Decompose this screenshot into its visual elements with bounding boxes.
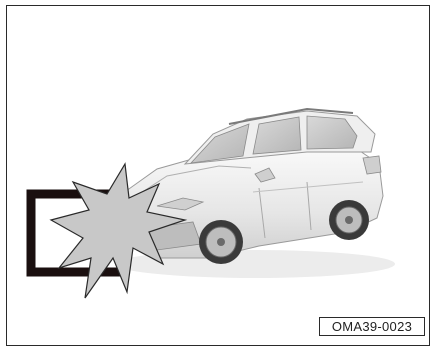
figure-frame: OMA39-0023 [6,5,430,346]
rear-wheel [329,200,369,240]
collision-illustration [7,6,431,347]
figure-code-label: OMA39-0023 [319,317,425,336]
front-wheel [199,220,243,264]
